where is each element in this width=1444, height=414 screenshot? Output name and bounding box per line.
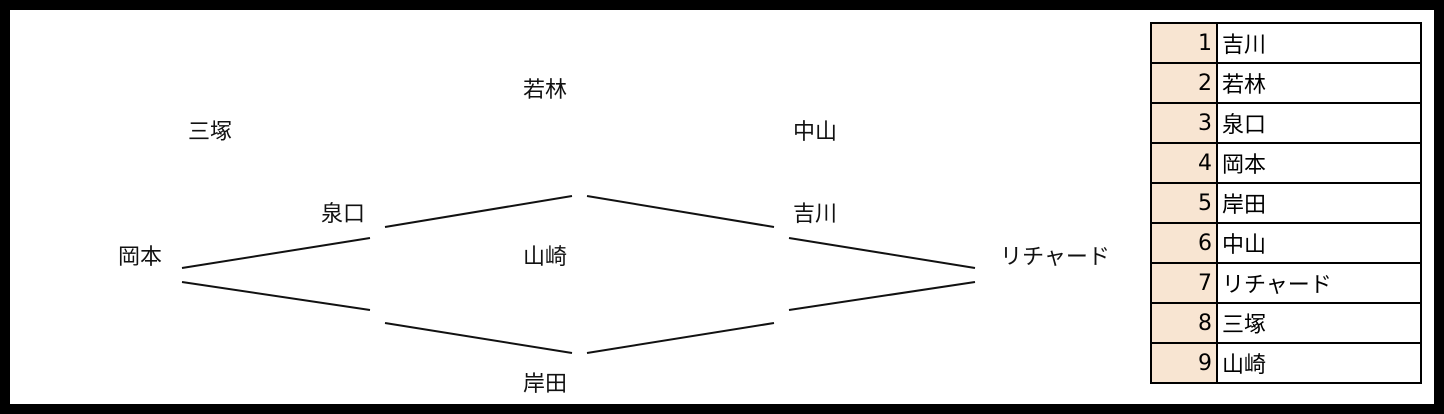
row-number: 3 <box>1150 102 1218 144</box>
row-name: 吉川 <box>1216 22 1422 64</box>
row-name: 三塚 <box>1216 302 1422 344</box>
row-number: 8 <box>1150 302 1218 344</box>
node-yoshikawa: 吉川 <box>792 202 838 227</box>
bracket-line <box>788 281 976 311</box>
row-name: 泉口 <box>1216 102 1422 144</box>
node-richard: リチャード <box>1000 245 1110 270</box>
row-number: 9 <box>1150 342 1218 384</box>
bracket-line <box>586 195 775 228</box>
row-name: 岸田 <box>1216 182 1422 224</box>
row-name: 山崎 <box>1216 342 1422 384</box>
node-kishida: 岸田 <box>522 372 568 397</box>
row-number: 2 <box>1150 62 1218 104</box>
node-wakabayashi: 若林 <box>522 78 568 103</box>
bracket-lines <box>181 195 976 354</box>
bracket-line <box>384 322 573 354</box>
node-yamasaki: 山崎 <box>522 245 568 270</box>
row-number: 4 <box>1150 142 1218 184</box>
row-name: リチャード <box>1216 262 1422 304</box>
node-nakayama: 中山 <box>792 120 838 145</box>
bracket-line <box>788 237 976 269</box>
row-number: 7 <box>1150 262 1218 304</box>
node-izumiguchi: 泉口 <box>320 202 366 227</box>
node-okamoto: 岡本 <box>117 245 163 270</box>
row-number: 1 <box>1150 22 1218 64</box>
bracket-line <box>181 281 371 311</box>
row-number: 5 <box>1150 182 1218 224</box>
bracket-line <box>181 237 371 269</box>
bracket-line <box>586 322 775 354</box>
row-name: 中山 <box>1216 222 1422 264</box>
bracket-line <box>384 195 573 228</box>
node-mitsuka: 三塚 <box>187 120 233 145</box>
row-name: 若林 <box>1216 62 1422 104</box>
row-number: 6 <box>1150 222 1218 264</box>
row-name: 岡本 <box>1216 142 1422 184</box>
